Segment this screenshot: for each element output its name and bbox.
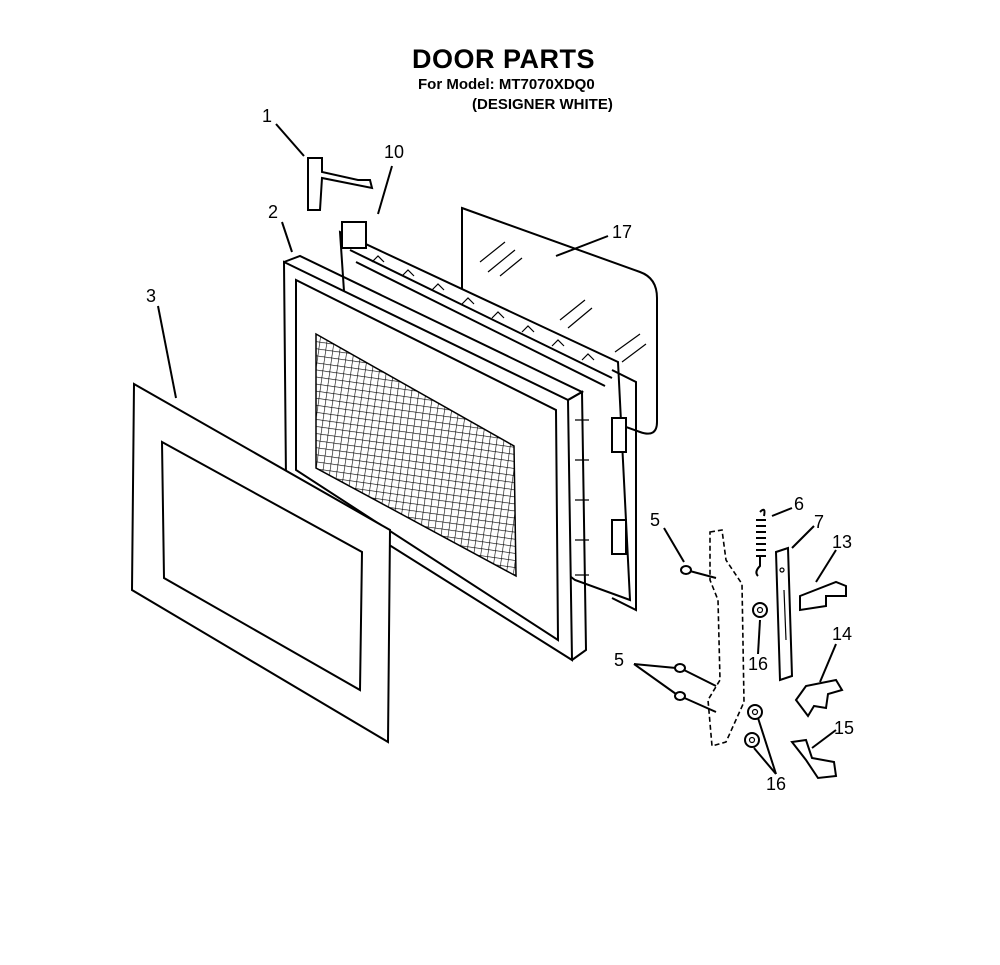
callout-5-lower: 5: [614, 650, 624, 670]
part-13-latch-hook: [799, 580, 847, 612]
callout-2: 2: [268, 202, 278, 222]
part-14-latch-hook: [794, 678, 844, 718]
callout-labels: 1 10 2 3 17 5 5 6 7 13 14 15 16 16: [146, 106, 854, 794]
part-15-latch-clip: [790, 738, 838, 780]
callout-3: 3: [146, 286, 156, 306]
latch-plate: [707, 529, 745, 748]
callout-14: 14: [832, 624, 852, 644]
callout-6: 6: [794, 494, 804, 514]
part-2-door-assembly: [282, 254, 588, 662]
callout-7: 7: [814, 512, 824, 532]
part-6-spring: [755, 508, 766, 577]
variant-label: (DESIGNER WHITE): [472, 96, 613, 113]
callout-16-lower: 16: [766, 774, 786, 794]
callout-17: 17: [612, 222, 632, 242]
leader-lines: [157, 123, 837, 775]
callout-16-upper: 16: [748, 654, 768, 674]
part-7-lever: [774, 546, 794, 682]
callout-5-upper: 5: [650, 510, 660, 530]
page-title: DOOR PARTS: [412, 44, 596, 74]
callout-13: 13: [832, 532, 852, 552]
part-3-outer-door-frame: [130, 382, 392, 744]
part-5-screws: [674, 565, 717, 713]
part-16-nuts: [744, 602, 768, 748]
callout-15: 15: [834, 718, 854, 738]
part-1-bracket: [307, 157, 374, 211]
callout-1: 1: [262, 106, 272, 126]
model-label: For Model: MT7070XDQ0: [418, 76, 595, 93]
callout-10: 10: [384, 142, 404, 162]
